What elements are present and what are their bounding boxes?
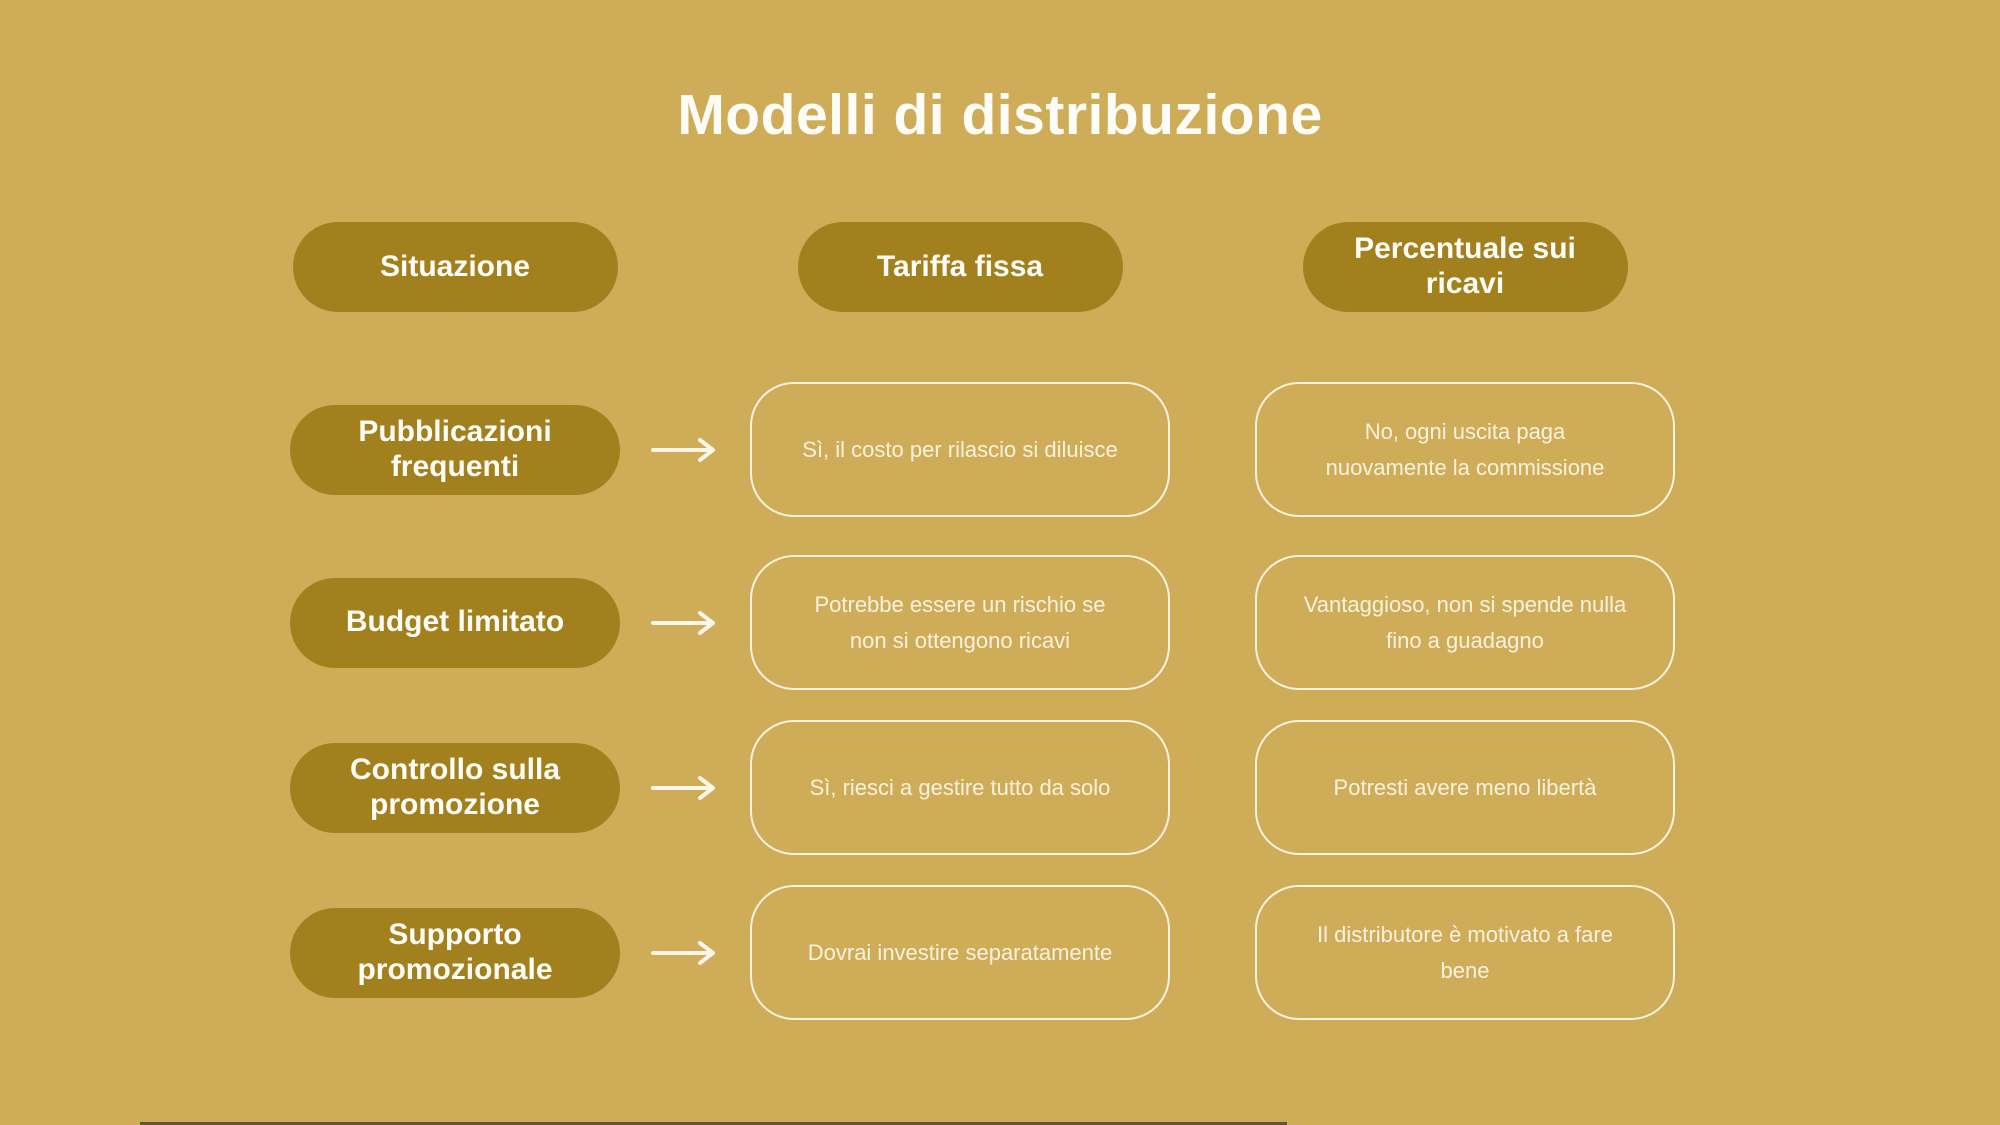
situation-pill-pubblicazioni-frequenti: Pubblicazioni frequenti	[290, 404, 620, 495]
header-cell-situazione: Situazione	[290, 222, 620, 312]
fixed-fee-cell: Sì, riesci a gestire tutto da solo	[750, 720, 1170, 855]
page-title: Modelli di distribuzione	[677, 83, 1323, 147]
arrow-right-icon	[651, 940, 715, 965]
table-row: Budget limitato Potrebbe essere un risch…	[290, 555, 2000, 690]
arrow-right-icon	[651, 610, 715, 635]
header-cell-percentuale: Percentuale sui ricavi	[1255, 222, 1675, 312]
revenue-share-cell: Il distributore è motivato a fare bene	[1255, 885, 1675, 1020]
fixed-fee-cell: Potrebbe essere un rischio se non si ott…	[750, 555, 1170, 690]
table-row: Supporto promozionale Dovrai investire s…	[290, 885, 2000, 1020]
column-header-percentuale-sui-ricavi: Percentuale sui ricavi	[1302, 222, 1628, 312]
revenue-share-cell: No, ogni uscita paga nuovamente la commi…	[1255, 382, 1675, 517]
fixed-fee-cell: Dovrai investire separatamente	[750, 885, 1170, 1020]
table-row: Controllo sulla promozione Sì, riesci a …	[290, 720, 2000, 855]
header-cell-tariffa-fissa: Tariffa fissa	[750, 222, 1170, 312]
header-row: Situazione Tariffa fissa Percentuale sui…	[290, 222, 2000, 312]
arrow-right-icon	[651, 437, 715, 462]
arrow-right-icon	[651, 775, 715, 800]
bottom-strip	[140, 1122, 1287, 1125]
situation-pill-supporto-promozionale: Supporto promozionale	[290, 907, 620, 998]
situation-pill-controllo-sulla-promozione: Controllo sulla promozione	[290, 742, 620, 833]
revenue-share-cell: Potresti avere meno libertà	[1255, 720, 1675, 855]
situation-pill-budget-limitato: Budget limitato	[290, 577, 620, 668]
comparison-grid: Situazione Tariffa fissa Percentuale sui…	[290, 222, 2000, 1020]
column-header-situazione: Situazione	[292, 222, 618, 312]
revenue-share-cell: Vantaggioso, non si spende nulla fino a …	[1255, 555, 1675, 690]
table-row: Pubblicazioni frequenti Sì, il costo per…	[290, 382, 2000, 517]
column-header-tariffa-fissa: Tariffa fissa	[797, 222, 1123, 312]
fixed-fee-cell: Sì, il costo per rilascio si diluisce	[750, 382, 1170, 517]
